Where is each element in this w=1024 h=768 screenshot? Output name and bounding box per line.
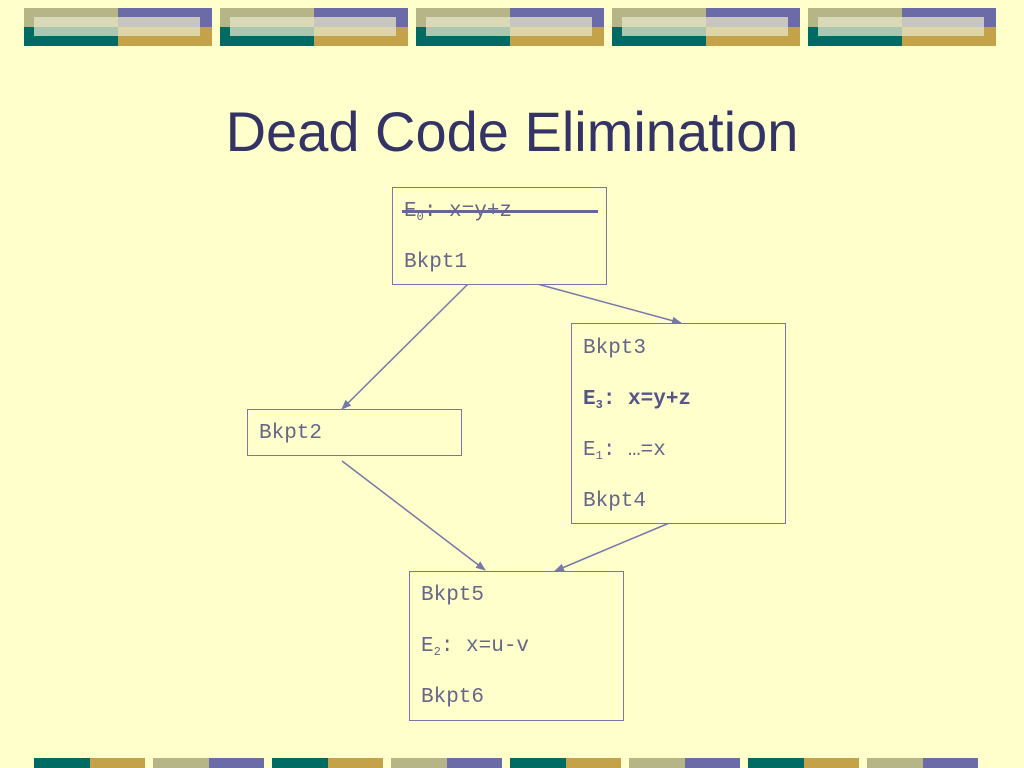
- breakpoint-bkpt3: Bkpt3: [583, 337, 647, 360]
- banner-tile: [808, 8, 996, 46]
- statement-e1: E1: …=x: [583, 439, 666, 463]
- basic-block-1: E0: x=y+z Bkpt1: [392, 187, 607, 285]
- breakpoint-bkpt5: Bkpt5: [421, 584, 485, 607]
- top-decorative-banner: [24, 8, 1000, 46]
- breakpoint-bkpt1: Bkpt1: [404, 251, 468, 274]
- edge-block1-to-block3: [529, 281, 682, 325]
- strikethrough-e0: [402, 210, 598, 213]
- breakpoint-bkpt6: Bkpt6: [421, 686, 485, 709]
- statement-e3: E3: x=y+z: [583, 388, 692, 412]
- edge-block3-to-block5: [554, 520, 675, 572]
- banner-tile: [416, 8, 604, 46]
- banner-tile: [220, 8, 408, 46]
- edge-block2-to-block5: [341, 460, 486, 571]
- bottom-decorative-strip: [34, 758, 982, 768]
- breakpoint-bkpt2: Bkpt2: [259, 422, 323, 445]
- breakpoint-bkpt4: Bkpt4: [583, 490, 647, 513]
- statement-e2: E2: x=u-v: [421, 635, 530, 659]
- basic-block-3: Bkpt3 E3: x=y+z E1: …=x Bkpt4: [571, 323, 786, 524]
- banner-tile: [24, 8, 212, 46]
- banner-tile: [612, 8, 800, 46]
- edge-block1-to-block2: [341, 283, 469, 410]
- basic-block-2: Bkpt2: [247, 409, 462, 456]
- basic-block-4: Bkpt5 E2: x=u-v Bkpt6: [409, 571, 624, 721]
- slide-title: Dead Code Elimination: [225, 100, 799, 163]
